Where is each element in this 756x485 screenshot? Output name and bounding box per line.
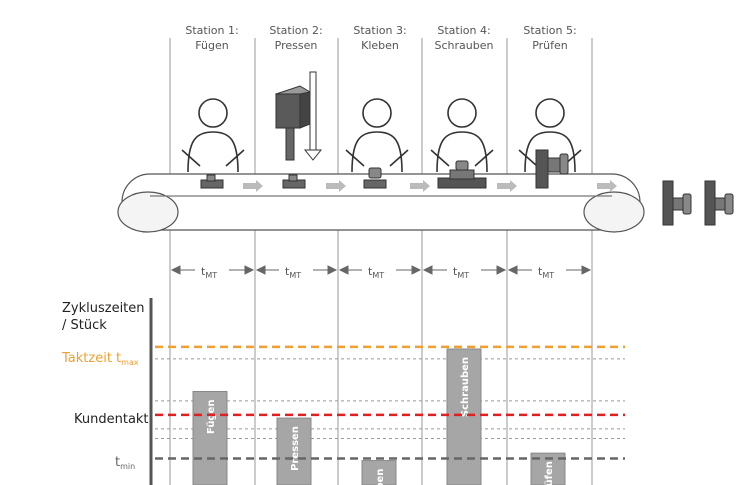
flow-arrow-icon <box>597 180 617 192</box>
station-4-title: Station 4: <box>437 24 490 37</box>
bar-label: Fügen <box>206 400 217 435</box>
bar-kleben <box>361 460 397 485</box>
station-2-name: Pressen <box>275 39 318 52</box>
workpiece-4-icon <box>437 160 487 189</box>
workpiece-2-icon <box>282 174 306 189</box>
svg-text:tMT: tMT <box>368 265 384 280</box>
press-machine-icon <box>274 71 323 161</box>
finished-part-icon <box>662 180 692 226</box>
station-dividers <box>169 38 593 485</box>
worker-1-icon <box>181 98 245 173</box>
bar-label: Kleben <box>375 469 386 485</box>
svg-text:tMT: tMT <box>453 265 469 280</box>
tmin-label: tmin <box>115 455 135 471</box>
station-1-name: Fügen <box>195 39 228 52</box>
svg-text:tMT: tMT <box>538 265 554 280</box>
finished-part-icon <box>704 180 734 226</box>
y-axis-label-line-2: / Stück <box>62 318 107 333</box>
worker-4-icon <box>430 98 494 173</box>
station-3-title: Station 3: <box>353 24 406 37</box>
bar-schrauben <box>446 348 482 485</box>
workpiece-3-icon <box>363 167 387 189</box>
y-axis-label-line-1: Zykluszeiten <box>62 301 145 316</box>
bar-label: Pressen <box>290 426 301 471</box>
flow-arrow-icon <box>410 180 430 192</box>
workpieces <box>200 149 569 189</box>
worker-3-icon <box>345 98 409 173</box>
station-3-name: Kleben <box>361 39 399 52</box>
station-2-title: Station 2: <box>269 24 322 37</box>
flow-arrow-icon <box>243 180 263 192</box>
workpiece-1-icon <box>200 174 224 189</box>
bar-fügen <box>192 391 228 485</box>
flow-arrow-icon <box>497 180 517 192</box>
svg-text:tMT: tMT <box>285 265 301 280</box>
flow-arrows <box>243 180 617 192</box>
workers <box>181 98 582 173</box>
svg-text:tMT: tMT <box>201 265 217 280</box>
workpiece-5-icon <box>535 149 569 189</box>
tmt-labels: tMT tMT tMT tMT tMT <box>195 260 566 280</box>
station-4-name: Schrauben <box>435 39 494 52</box>
taktzeit-label: Taktzeit tmax <box>61 351 139 367</box>
finished-parts <box>662 180 734 226</box>
flow-arrow-icon <box>326 180 346 192</box>
station-5-name: Prüfen <box>532 39 568 52</box>
bar-label: Prüfen <box>544 461 555 485</box>
bar-pressen <box>276 417 312 485</box>
kundentakt-label: Kundentakt <box>74 412 149 427</box>
station-headers: Station 1: Fügen Station 2: Pressen Stat… <box>185 24 576 52</box>
bar-label: Schrauben <box>460 357 471 417</box>
station-1-title: Station 1: <box>185 24 238 37</box>
station-5-title: Station 5: <box>523 24 576 37</box>
